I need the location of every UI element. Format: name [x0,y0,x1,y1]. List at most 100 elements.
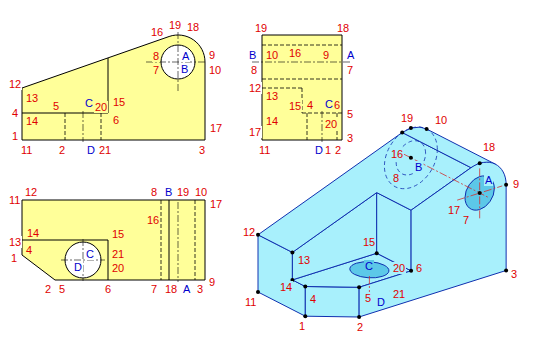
callout-number: 5 [52,100,60,112]
callout-number: 6 [104,283,112,295]
callout-number: 18 [164,283,178,295]
callout-number: 8 [392,172,400,184]
callout-number: 4 [309,293,317,305]
callout-number: 20 [324,118,338,130]
callout-number: 17 [447,204,461,216]
callout-number: 3 [198,144,206,156]
callout-number: 16 [150,26,164,38]
side-view [252,35,352,142]
hidden-line [161,200,162,280]
point-letter: B [248,49,257,61]
callout-number: 11 [258,144,271,156]
callout-number: 15 [111,228,125,240]
hidden-line [307,113,308,140]
callout-number: 18 [336,22,350,34]
callout-number: 12 [24,186,38,198]
callout-number: 13 [297,254,311,266]
callout-number: 21 [98,144,112,156]
callout-number: 20 [94,101,108,113]
callout-number: 19 [254,22,268,34]
point-letter: C [84,97,94,109]
callout-number: 16 [390,148,404,160]
callout-number: 18 [186,21,200,33]
callout-number: 17 [248,126,262,138]
callout-number: 15 [362,236,376,248]
callout-number: 3 [346,132,354,144]
callout-number: 17 [209,122,223,134]
point-letter: B [164,186,173,198]
point-dot [357,285,361,289]
callout-number: 10 [208,64,222,76]
callout-number: 11 [20,144,33,156]
front-face [359,155,506,317]
callout-number: 1 [10,252,18,264]
callout-number: 3 [196,283,204,295]
callout-number: 7 [346,64,354,76]
callout-number: 7 [152,64,160,76]
callout-number: 16 [288,47,302,59]
point-dot [357,315,361,319]
point-dot [478,191,482,195]
callout-number: 6 [415,262,423,274]
callout-number: 9 [512,178,520,190]
callout-number: 1 [11,130,19,142]
point-letter: C [364,260,374,272]
callout-number: 9 [208,49,216,61]
point-dot [409,156,413,160]
callout-number: 10 [265,49,279,61]
callout-number: 4 [25,244,33,256]
callout-number: 2 [356,321,364,333]
point-dot [504,269,508,273]
callout-number: 2 [44,283,52,295]
callout-number: 15 [288,100,302,112]
point-letter: D [86,144,96,156]
callout-number: 2 [334,144,342,156]
point-letter: D [314,144,324,156]
callout-number: 6 [333,99,341,111]
point-dot [256,290,260,294]
callout-number: 19 [176,186,190,198]
center-line [252,62,352,63]
callout-number: 10 [194,186,208,198]
point-dot [478,161,482,165]
callout-number: 5 [346,108,354,120]
point-letter: D [376,296,386,308]
front-view [22,32,206,142]
callout-number: 11 [8,194,21,206]
point-dot [375,251,379,255]
center-line [402,153,488,197]
edge-line [108,240,109,280]
hidden-line [262,79,342,80]
callout-number: 14 [265,115,279,127]
point-letter: C [85,248,95,260]
callout-number: 17 [209,198,223,210]
callout-number: 3 [510,268,518,280]
callout-number: 8 [250,64,258,76]
point-letter: A [346,49,355,61]
point-letter: B [180,63,189,75]
top-outline [22,200,205,280]
callout-number: 1 [298,320,306,332]
point-dot [303,314,307,318]
hidden-line [101,113,102,140]
callout-number: 19 [168,19,182,31]
center-line [178,202,179,282]
callout-number: 12 [8,78,22,90]
callout-number: 2 [58,144,66,156]
callout-number: 12 [248,82,262,94]
point-letter: B [414,161,423,173]
callout-number: 15 [112,96,126,108]
isometric-view [256,120,508,319]
callout-number: 6 [112,114,120,126]
point-dot [400,131,404,135]
callout-number: 8 [152,50,160,62]
hidden-line [262,45,342,46]
point-letter: D [73,261,83,273]
point-dot [256,233,260,237]
top-view [22,200,205,282]
front-outline [22,35,205,140]
callout-number: 18 [482,141,496,153]
callout-number: 9 [208,276,216,288]
callout-number: 13 [8,236,22,248]
